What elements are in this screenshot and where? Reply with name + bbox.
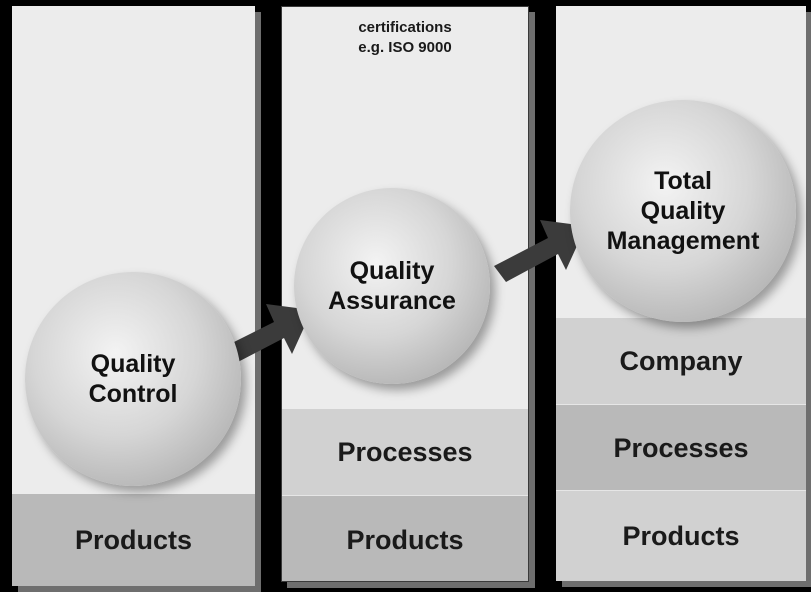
arrow-right-icon xyxy=(494,220,586,282)
circle-total-quality-management: Total Quality Management xyxy=(570,100,796,322)
band-products: Products xyxy=(282,495,528,581)
band-company: Company xyxy=(556,318,806,404)
band-products: Products xyxy=(12,494,255,586)
circle-quality-assurance: Quality Assurance xyxy=(294,188,490,384)
circle-quality-control: Quality Control xyxy=(25,272,241,486)
band-label: Company xyxy=(619,345,743,376)
band-label: Processes xyxy=(337,436,473,467)
arrow-right-icon xyxy=(222,304,312,364)
column-quality-assurance: certifications e.g. ISO 9000 Processes P… xyxy=(281,6,529,582)
band-label: Products xyxy=(622,521,740,551)
circle-label: Quality Control xyxy=(88,350,178,408)
band-label: Processes xyxy=(613,432,749,463)
note-line: certifications e.g. ISO 9000 xyxy=(358,19,452,56)
column-quality-control: Products xyxy=(12,6,255,586)
band-products: Products xyxy=(556,490,806,581)
band-processes: Processes xyxy=(556,404,806,491)
band-processes: Processes xyxy=(282,409,528,495)
certification-note: certifications e.g. ISO 9000 xyxy=(282,18,528,58)
circle-label: Total Quality Management xyxy=(606,167,760,255)
circle-label: Quality Assurance xyxy=(328,257,456,315)
band-label: Products xyxy=(74,524,193,555)
band-label: Products xyxy=(346,524,464,555)
